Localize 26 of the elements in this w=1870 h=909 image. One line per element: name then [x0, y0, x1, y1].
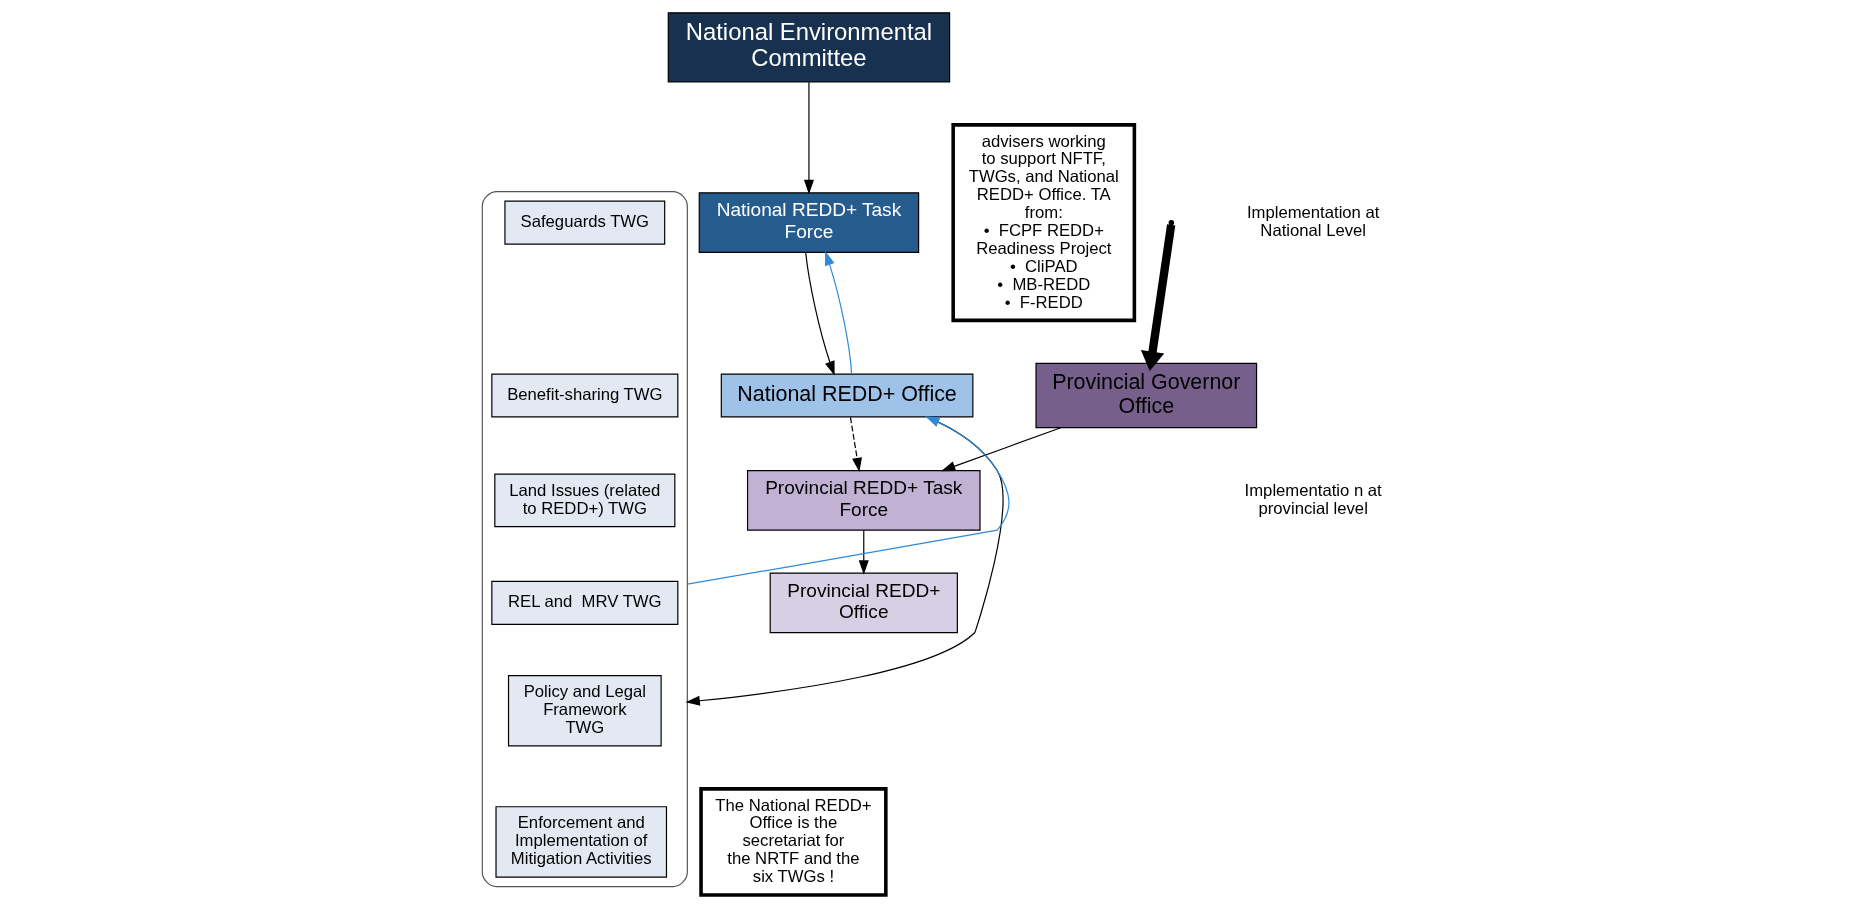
node-box: Policy and Legal Framework TWG [507, 675, 662, 747]
arrow [849, 416, 862, 473]
node-box: The National REDD+ Office is the secretariat for the NRTF and the six TWGs ! [699, 787, 888, 897]
arrow [824, 251, 853, 375]
arrow [1140, 224, 1176, 371]
arrow [803, 81, 814, 195]
node-box: Benefit-sharing TWG [491, 373, 679, 418]
node-box: National Environmental Committee [667, 12, 951, 83]
node-box: National REDD+ Task Force [698, 192, 920, 254]
label: Implementatio n at provincial level [1244, 480, 1382, 518]
node-box: REL and MRV TWG [491, 580, 679, 625]
node-box: Enforcement and Implementation of Mitigation Activities [495, 806, 668, 878]
arrow [858, 529, 869, 575]
node-box: Provincial REDD+ Office [769, 572, 958, 634]
label: Implementation at National Level [1246, 203, 1380, 240]
arrow [941, 427, 1062, 472]
arrow [686, 416, 1010, 585]
node-box: Land Issues (related to REDD+) TWG [494, 473, 676, 528]
node-box: Safeguards TWG [504, 200, 666, 245]
node-box: Provincial REDD+ Task Force [746, 470, 981, 531]
arrow [805, 252, 835, 376]
arrow [685, 416, 1004, 706]
cluster [481, 191, 688, 888]
node-box: National REDD+ Office [720, 373, 974, 418]
node-box: Provincial Governor Office [1035, 362, 1258, 429]
node-box: advisers working to support NFTF, TWGs, and National REDD+ Office. TA from: • FCPF REDD+ Readiness Project • CliPAD • MB-REDD • F-REDD [951, 123, 1137, 323]
